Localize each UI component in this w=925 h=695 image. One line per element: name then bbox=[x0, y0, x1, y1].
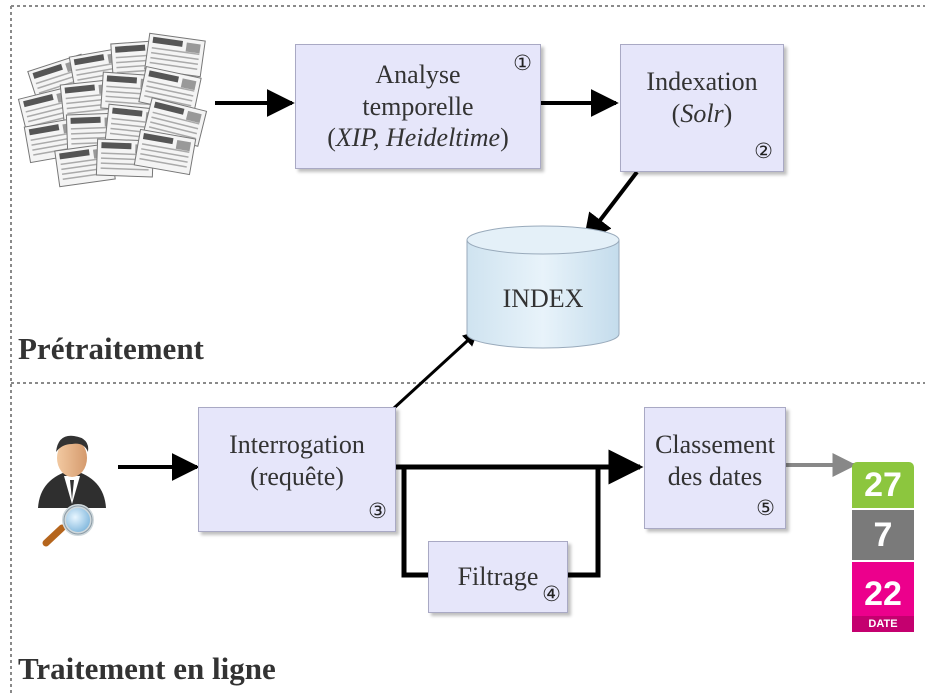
calendar-tile-day1: 27 bbox=[852, 462, 914, 508]
arrow-indexation-to-index bbox=[583, 170, 639, 243]
analyse-line1: Analyse bbox=[375, 59, 461, 89]
indexation-line1: Indexation bbox=[646, 67, 758, 97]
newspaper-sheet bbox=[142, 97, 208, 147]
index-database bbox=[466, 225, 620, 349]
step-number-1: ① bbox=[513, 51, 532, 75]
calendar-tile-day3: 22 DATE bbox=[852, 562, 914, 632]
step-number-3: ③ bbox=[368, 499, 387, 524]
section-title-traitement: Traitement en ligne bbox=[18, 651, 276, 686]
calendar-caption: DATE bbox=[852, 616, 914, 632]
newspaper-sheet bbox=[144, 32, 206, 78]
indexation-label: Indexation (Solr) bbox=[646, 66, 757, 129]
analyse-paren-open: ( bbox=[327, 123, 336, 153]
interrogation-label: Interrogation (requête) bbox=[229, 429, 365, 492]
section-title-pretraitement: Prétraitement bbox=[18, 331, 204, 366]
index-label: INDEX bbox=[502, 284, 584, 313]
line-from-filtrage bbox=[568, 467, 601, 578]
classement-label: Classement des dates bbox=[655, 429, 775, 492]
indexation-box: Indexation (Solr) ② bbox=[620, 44, 784, 172]
indexation-tool: Solr bbox=[680, 99, 724, 128]
user-search-icon bbox=[38, 435, 106, 547]
calendar-dates-icon: 27 7 22 DATE bbox=[852, 462, 914, 632]
newspaper-sheet bbox=[133, 128, 197, 176]
flow-arrows bbox=[118, 89, 857, 578]
step-number-4: ④ bbox=[542, 582, 561, 607]
analyse-line2: temporelle bbox=[362, 91, 474, 121]
calendar-tile-day2: 7 bbox=[852, 510, 914, 560]
step-number-5: ⑤ bbox=[756, 496, 775, 521]
interrogation-line1: Interrogation bbox=[229, 429, 365, 459]
filtrage-label: Filtrage bbox=[457, 562, 539, 592]
interrogation-box: Interrogation (requête) ③ bbox=[198, 407, 396, 532]
indexation-paren-close: ) bbox=[723, 99, 733, 128]
analyse-temporelle-box: Analyse temporelle (XIP, Heideltime) ① bbox=[295, 44, 541, 169]
interrogation-line2: (requête) bbox=[250, 461, 344, 491]
analyse-tools: XIP, Heideltime bbox=[335, 123, 501, 153]
newspaper-stack-icon bbox=[17, 32, 208, 188]
classement-box: Classement des dates ⑤ bbox=[644, 407, 786, 529]
classement-line2: des dates bbox=[667, 462, 763, 491]
analyse-temporelle-label: Analyse temporelle (XIP, Heideltime) bbox=[327, 59, 508, 154]
analyse-paren-close: ) bbox=[500, 123, 509, 153]
calendar-day3-number: 22 bbox=[864, 575, 902, 613]
line-to-filtrage bbox=[401, 467, 428, 578]
filtrage-box: Filtrage ④ bbox=[428, 541, 568, 613]
classement-line1: Classement bbox=[655, 430, 775, 460]
step-number-2: ② bbox=[754, 139, 773, 164]
indexation-paren-open: ( bbox=[671, 99, 681, 128]
